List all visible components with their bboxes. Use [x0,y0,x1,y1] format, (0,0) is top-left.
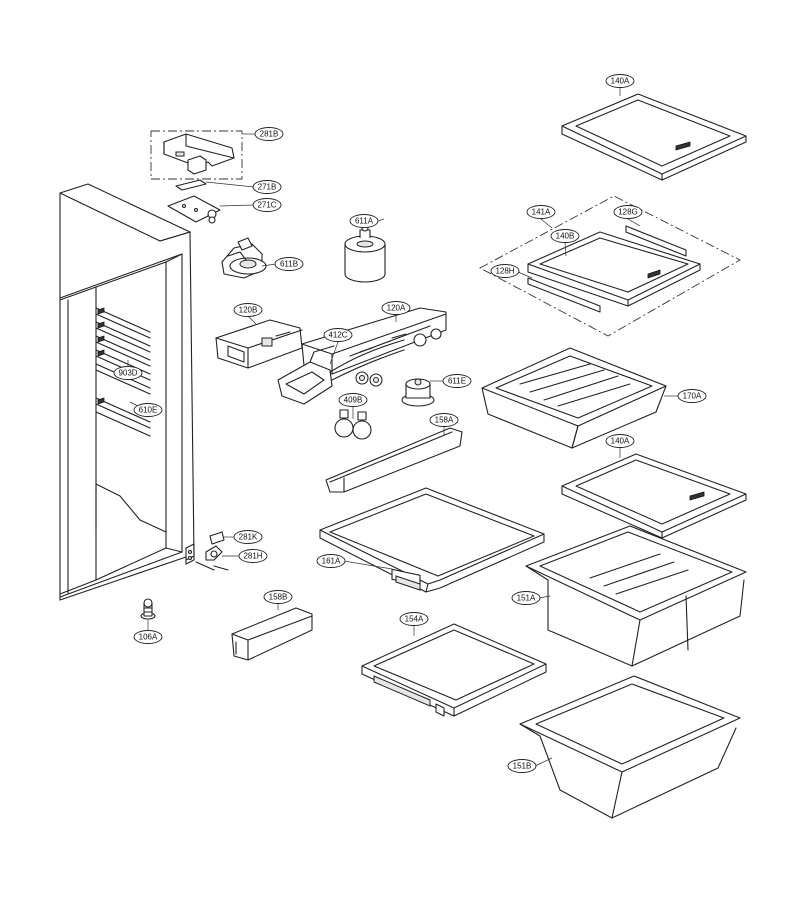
cabinet-body [59,183,195,601]
shelf-154A [361,623,547,717]
callout-label: 154A [405,615,424,624]
shelf-140A-mid [561,453,747,539]
callout-label: 409B [344,396,363,405]
wire-harness-412C [277,339,405,405]
callout-412C: 412C [323,328,353,342]
lamps-409B [334,409,372,440]
callout-label: 610E [139,406,158,415]
callout-label: 151A [517,594,536,603]
leveler-parts-281 [195,531,229,571]
callout-281B: 281B [254,127,284,141]
callout-158B: 158B [263,590,293,604]
callout-903D: 903D [113,366,143,380]
callout-611E: 611E [442,374,472,388]
callout-label: 611A [355,217,374,226]
callout-128G: 128G [613,205,643,219]
hinge-bracket-271B [175,179,207,191]
callout-label: 141A [532,208,551,217]
callout-611B: 611B [274,257,304,271]
callout-label: 161A [322,557,341,566]
callout-label: 271B [258,183,277,192]
callout-281K: 281K [233,530,263,544]
callout-label: 151B [513,762,532,771]
callout-120A: 120A [381,301,411,315]
callout-409B: 409B [338,393,368,407]
callout-170A: 170A [677,389,707,403]
callout-label: 281H [243,552,262,561]
callout-154A: 154A [399,612,429,626]
callout-140A-mid: 140A [605,434,635,448]
drawer-170A [481,347,667,449]
shelf-161A [319,487,545,593]
callout-106A: 106A [133,630,163,644]
callout-label: 140A [611,77,630,86]
callout-label: 281K [239,533,258,542]
callout-label: 412C [328,331,347,340]
callout-140B: 140B [550,229,580,243]
damper-611B [221,237,267,279]
control-box-120B [215,319,303,369]
lamp-cover-158B [231,607,313,661]
callout-label: 170A [683,392,702,401]
callout-label: 128G [618,208,638,217]
hinge-plate-271C [167,195,221,224]
fan-motor-611E [401,378,435,407]
drawer-151B [519,675,741,819]
callout-label: 611B [280,260,298,269]
callout-label: 281B [260,130,279,139]
callout-271C: 271C [252,198,282,212]
callout-label: 106A [139,633,158,642]
callout-271B: 271B [252,180,282,194]
callout-label: 120A [387,304,406,313]
callout-label: 158A [435,416,454,425]
callout-label: 611E [448,377,466,386]
callout-151B: 151B [507,759,537,773]
callout-label: 903D [118,369,137,378]
fan-motor-611A [344,224,386,283]
callout-141A: 141A [526,205,556,219]
callout-611A: 611A [349,214,379,228]
callout-label: 120B [239,306,258,315]
callout-label: 271C [257,201,276,210]
callout-610E: 610E [133,403,163,417]
callout-158A: 158A [429,413,459,427]
lamp-cover-158A [325,427,463,493]
callout-label: 140A [611,437,630,446]
drawer-151A [525,525,747,667]
hinge-cover-group [150,130,243,180]
callout-151A: 151A [511,591,541,605]
callout-label: 158B [269,593,288,602]
shelf-140A-top [561,93,747,181]
duct-cover-120A [301,307,447,375]
shelf-group-141A [479,195,741,337]
callout-120B: 120B [233,303,263,317]
callout-140A-top: 140A [605,74,635,88]
callout-label: 140B [556,232,575,241]
callout-161A: 161A [316,554,346,568]
callout-label: 128H [495,267,514,276]
leveling-leg-106A [140,598,156,620]
callout-281H: 281H [238,549,268,563]
callout-128H: 128H [490,264,520,278]
